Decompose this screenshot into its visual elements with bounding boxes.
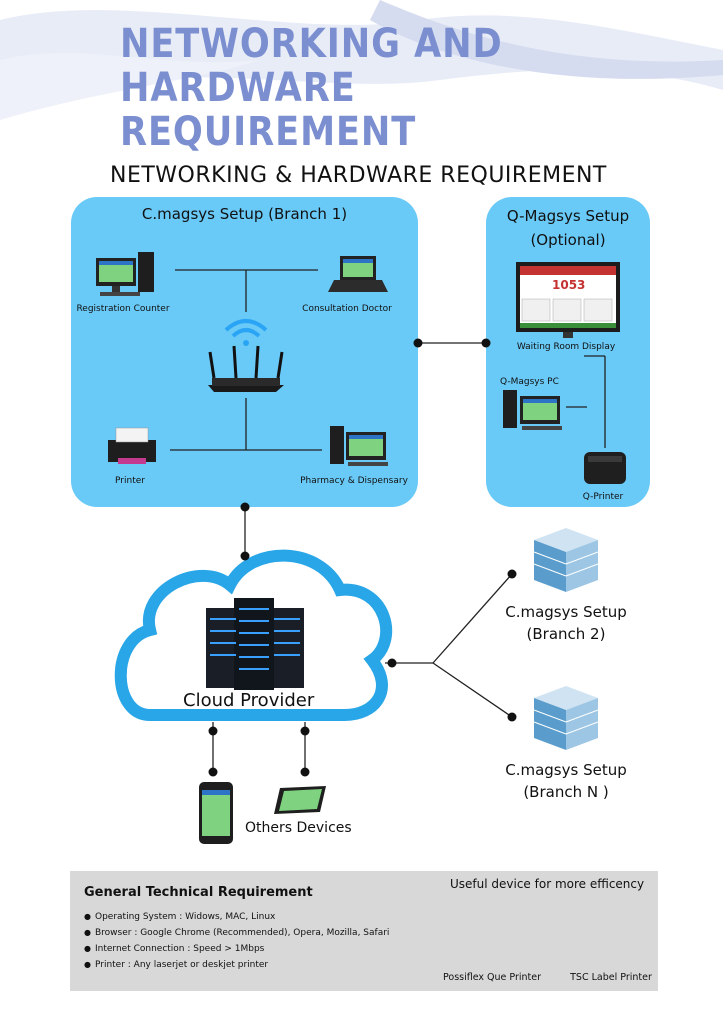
tablet-icon — [274, 786, 326, 814]
branch2-label-line2: (Branch 2) — [526, 625, 606, 643]
qmagsys-pc-icon — [503, 390, 562, 430]
useful-devices-title: Useful device for more efficency — [450, 877, 645, 891]
pharmacy-dispensary-label: Pharmacy & Dispensary — [300, 476, 408, 486]
requirements-box: General Technical Requirement Operating … — [70, 871, 658, 991]
cloud-provider-label: Cloud Provider — [183, 690, 315, 711]
branch2-label-line1: C.magsys Setup — [505, 603, 627, 621]
requirement-item: Internet Connection : Speed > 1Mbps — [84, 941, 389, 957]
page-subtitle: NETWORKING & HARDWARE REQUIREMENT — [110, 163, 607, 188]
printer-label: Printer — [115, 476, 145, 486]
requirements-title: General Technical Requirement — [84, 885, 313, 900]
others-devices-label: Others Devices — [245, 820, 352, 836]
smartphone-icon — [199, 782, 233, 844]
registration-computer-icon — [96, 252, 154, 296]
server-rack-icon — [206, 598, 304, 690]
branchn-building-icon — [533, 686, 599, 750]
display-number: 1053 — [552, 278, 586, 292]
tsc-label-printer-label: TSC Label Printer — [570, 972, 652, 983]
qmagsys-title-line1: Q-Magsys Setup — [506, 207, 630, 225]
consultation-doctor-label: Consultation Doctor — [302, 304, 392, 314]
background-swoosh — [0, 0, 723, 120]
requirement-item: Browser : Google Chrome (Recommended), O… — [84, 925, 389, 941]
waiting-room-display-label: Waiting Room Display — [516, 342, 616, 352]
branch2-building-icon — [533, 528, 599, 592]
branchn-label-line1: C.magsys Setup — [505, 761, 627, 779]
pharmacy-computer-icon — [330, 426, 388, 466]
requirement-item: Operating System : Widows, MAC, Linux — [84, 909, 389, 925]
q-printer-icon — [584, 452, 626, 484]
possiflex-printer-label: Possiflex Que Printer — [442, 972, 542, 983]
requirements-list: Operating System : Widows, MAC, Linux Br… — [84, 909, 389, 973]
wifi-router-icon — [208, 319, 284, 392]
branch1-title: C.magsys Setup (Branch 1) — [141, 205, 348, 223]
printer-icon — [108, 427, 156, 464]
qmagsys-panel: Q-Magsys Setup (Optional) — [486, 197, 650, 507]
banner-title: NETWORKING AND HARDWARE REQUIREMENT — [120, 21, 503, 155]
branchn-label-line2: (Branch N ) — [523, 783, 609, 801]
consultation-laptop-icon — [328, 256, 388, 292]
qmagsys-title-line2: (Optional) — [530, 231, 606, 249]
registration-counter-label: Registration Counter — [76, 304, 170, 314]
q-printer-label: Q-Printer — [582, 492, 624, 502]
requirement-item: Printer : Any laserjet or deskjet printe… — [84, 957, 389, 973]
waiting-room-display-icon — [516, 262, 620, 338]
qmagsys-pc-label: Q-Magsys PC — [500, 377, 559, 387]
